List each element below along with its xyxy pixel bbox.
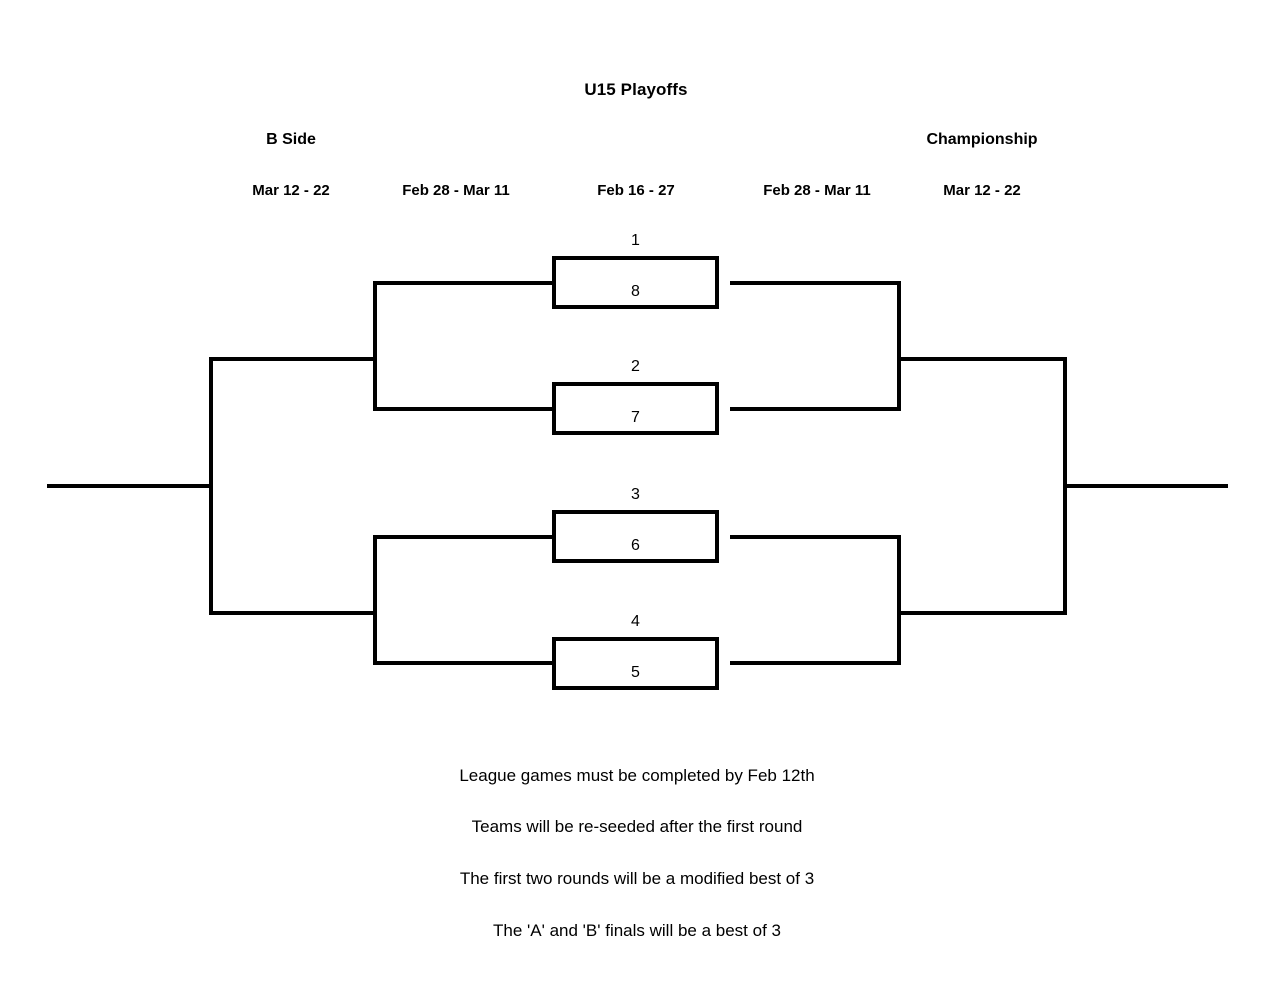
semifinal-upper-connector [897,281,901,411]
matchup-1-bottom-seed: 8 [631,283,640,300]
b-semifinal-feed-bottom-2 [373,661,554,665]
matchup-4-top-seed: 4 [631,613,640,630]
round-date-final: Mar 12 - 22 [943,182,1021,199]
round-date-first-round: Feb 16 - 27 [597,182,675,199]
b-semifinal-lower-connector [373,535,377,665]
championship-header: Championship [926,131,1038,148]
note-reseed: Teams will be re-seeded after the first … [471,817,803,836]
semifinal-feed-top-2 [730,535,901,539]
round-date-b-final: Mar 12 - 22 [252,182,330,199]
b-final-winner-stub [47,484,213,488]
round-date-b-semifinal: Feb 28 - Mar 11 [402,182,510,199]
semifinal-upper-out [897,357,1067,361]
b-semifinal-feed-bottom [373,407,554,411]
matchup-box-1[interactable]: 1 8 [552,232,719,309]
matchup-4-bottom-seed: 5 [631,664,640,681]
round-date-semifinal: Feb 28 - Mar 11 [763,182,871,199]
semifinal-lower-out [897,611,1067,615]
note-finals-format: The 'A' and 'B' finals will be a best of… [493,921,781,940]
semifinal-feed-bottom-2 [730,661,901,665]
semifinal-feed-bottom [730,407,901,411]
matchup-box-3[interactable]: 3 6 [552,486,719,563]
b-semifinal-feed-top-2 [373,535,554,539]
note-first-two-rounds: The first two rounds will be a modified … [459,869,815,888]
semifinal-feed-top [730,281,901,285]
champion-winner-stub [1063,484,1228,488]
matchup-3-top-seed: 3 [631,486,640,503]
matchup-3-bottom-seed: 6 [631,537,640,554]
b-semifinal-upper-out [209,357,377,361]
matchup-box-2[interactable]: 2 7 [552,358,719,435]
b-semifinal-lower-out [209,611,377,615]
b-side-header: B Side [266,131,316,148]
matchup-1-top-seed: 1 [631,232,640,249]
matchup-2-top-seed: 2 [631,358,640,375]
page-title: U15 Playoffs [584,80,688,99]
matchup-2-bottom-seed: 7 [631,409,640,426]
semifinal-lower-connector [897,535,901,665]
matchup-box-4[interactable]: 4 5 [552,613,719,690]
b-semifinal-feed-top [373,281,554,285]
note-league-deadline: League games must be completed by Feb 12… [459,766,815,785]
b-semifinal-upper-connector [373,281,377,411]
